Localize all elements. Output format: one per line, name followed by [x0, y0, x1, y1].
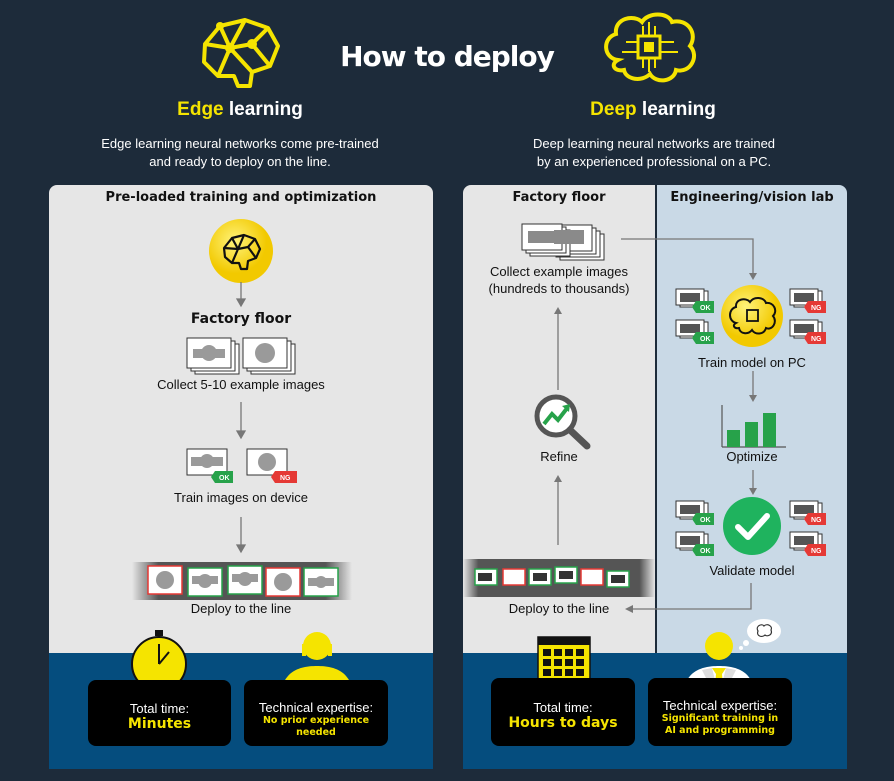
edge-expertise-line1: No prior experience [262, 715, 370, 726]
deep-ng-tag: NG [811, 336, 822, 343]
edge-collect-label: Collect 5-10 example images [157, 377, 325, 392]
edge-brain-circle-icon [209, 219, 273, 283]
deep-ok-tag: OK [700, 336, 711, 343]
deep-expertise-box: Technical expertise: Significant trainin… [648, 678, 792, 746]
deep-ng-tag: NG [811, 517, 822, 524]
edge-heading: Edge learning [140, 99, 340, 121]
edge-brain-icon [202, 18, 280, 88]
deep-train-model-icon: OK OK NG NG [675, 285, 826, 347]
edge-heading-highlight: Edge [177, 99, 224, 120]
edge-conveyor-line [132, 562, 352, 600]
edge-description: Edge learning neural networks come pre-t… [40, 135, 440, 171]
magnifier-chart-icon [534, 394, 591, 450]
edge-train-label: Train images on device [174, 490, 308, 505]
checkmark-icon [735, 513, 770, 540]
edge-desc-line2: and ready to deploy on the line. [149, 154, 331, 169]
deep-heading: Deep learning [553, 99, 753, 121]
deep-desc-line1: Deep learning neural networks are traine… [532, 136, 776, 151]
deep-description: Deep learning neural networks are traine… [454, 135, 854, 171]
deep-expertise-line1: Significant training in [661, 713, 779, 724]
deep-collect-label: Collect example images (hundreds to thou… [463, 263, 655, 297]
deep-ok-tag: OK [700, 548, 711, 555]
deep-conveyor-line [463, 559, 655, 597]
deep-deploy-label: Deploy to the line [508, 601, 610, 616]
edge-expertise-label: Technical expertise: [258, 700, 374, 715]
deep-time-box: Total time: Hours to days [491, 678, 635, 746]
deep-expertise-label: Technical expertise: [662, 698, 778, 713]
deep-lab-panel [657, 185, 847, 653]
edge-ng-tag: NG [280, 475, 291, 482]
edge-panel-title: Pre-loaded training and optimization [105, 190, 377, 205]
deep-optimize-label: Optimize [726, 449, 778, 464]
deep-time-label: Total time: [533, 700, 593, 715]
deep-validate-label: Validate model [709, 563, 795, 578]
edge-flow-arrows [235, 282, 247, 554]
deep-heading-rest: learning [636, 99, 716, 120]
edge-expertise-line2: needed [296, 727, 336, 738]
deep-desc-line2: by an experienced professional on a PC. [536, 154, 772, 169]
deep-flow-arrows [554, 238, 757, 613]
deep-train-label: Train model on PC [698, 355, 806, 370]
deep-time-value: Hours to days [508, 715, 618, 731]
edge-time-value: Minutes [127, 716, 192, 732]
deep-collect-line1: Collect example images [489, 264, 628, 279]
edge-desc-line1: Edge learning neural networks come pre-t… [101, 136, 379, 151]
deep-ng-tag: NG [811, 548, 822, 555]
page-title: How to deploy [340, 40, 555, 73]
deep-lab-title: Engineering/vision lab [670, 190, 834, 205]
deep-validate-model-icon: OK OK NG NG [675, 497, 826, 556]
deep-ok-tag: OK [700, 517, 711, 524]
deep-example-images-icon [521, 223, 605, 261]
bar-chart-icon [721, 405, 786, 448]
deep-chip-brain-icon [604, 12, 696, 83]
edge-deploy-label: Deploy to the line [190, 601, 292, 616]
edge-train-images-icon: OK NG [186, 448, 297, 483]
deep-refine-label: Refine [540, 449, 578, 464]
edge-time-box: Total time: Minutes [88, 680, 231, 746]
deep-ok-tag: OK [700, 305, 711, 312]
deep-collect-line2: (hundreds to thousands) [488, 281, 630, 296]
edge-time-label: Total time: [129, 701, 190, 716]
thought-bubble-icon [739, 619, 781, 650]
edge-expertise-box: Technical expertise: No prior experience… [244, 680, 388, 746]
edge-example-images-icon [186, 337, 296, 375]
edge-ok-tag: OK [219, 475, 230, 482]
edge-factory-floor-label: Factory floor [190, 311, 292, 327]
deep-ng-tag: NG [811, 305, 822, 312]
deep-factory-title: Factory floor [512, 190, 606, 205]
edge-heading-rest: learning [223, 99, 303, 120]
deep-heading-highlight: Deep [590, 99, 637, 120]
deep-expertise-line2: AI and programming [664, 725, 775, 736]
